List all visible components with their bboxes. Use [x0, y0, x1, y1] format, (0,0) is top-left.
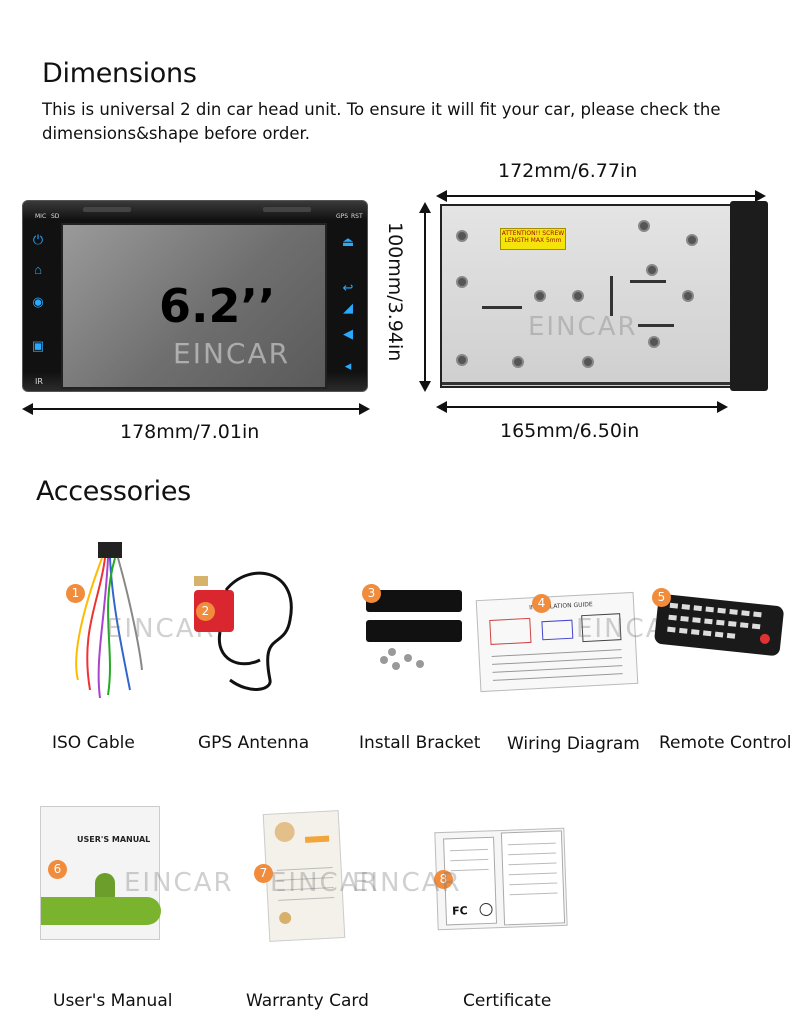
height-arrow	[419, 202, 431, 392]
chassis-faceplate	[730, 201, 768, 391]
front-width-arrow	[22, 403, 370, 415]
home-icon: ⌂	[34, 262, 42, 277]
dimensions-title: Dimensions	[42, 58, 197, 89]
volume-up-icon: ◢	[343, 300, 353, 315]
screw-warning-label: ATTENTION!! SCREW LENGTH MAX 5mm	[500, 228, 566, 250]
wiring-diagram-icon: INSTALLATION GUIDE	[475, 591, 639, 693]
accessory-label-iso-cable: ISO Cable	[52, 733, 135, 753]
screen: 6.2’’ EINCAR	[61, 223, 327, 389]
accessory-label-wiring-diagram: Wiring Diagram	[507, 734, 640, 754]
accessory-label-install-bracket: Install Bracket	[359, 733, 481, 753]
accessory-watermark-7: EINCAR	[270, 868, 380, 898]
badge-7: 7	[254, 864, 273, 883]
gps-antenna-icon	[190, 560, 310, 700]
remote-control-icon	[651, 589, 787, 662]
iso-cable-icon	[60, 540, 150, 700]
android-icon	[95, 873, 115, 899]
back-icon: ↩	[342, 280, 354, 295]
badge-4: 4	[532, 594, 551, 613]
svg-text:FC: FC	[452, 904, 468, 918]
accessory-label-gps-antenna: GPS Antenna	[198, 733, 310, 753]
accessories-title: Accessories	[36, 476, 191, 507]
badge-3: 3	[362, 584, 381, 603]
watermark: EINCAR	[173, 337, 291, 370]
warranty-card-icon	[262, 810, 346, 942]
screen-size: 6.2’’	[159, 279, 276, 333]
user-manual-title: USER'S MANUAL	[77, 835, 151, 844]
install-bracket-icon	[364, 586, 464, 676]
badge-2: 2	[196, 602, 215, 621]
volume-icon: ◀	[343, 326, 353, 341]
chassis-watermark: EINCAR	[528, 312, 638, 342]
chassis-side: ATTENTION!! SCREW LENGTH MAX 5mm EINCAR	[440, 204, 734, 388]
side-bottom-arrow	[436, 401, 728, 413]
side-top-width-label: 172mm/6.77in	[498, 160, 638, 182]
camera-icon: ▣	[31, 338, 45, 353]
badge-8: 8	[434, 870, 453, 889]
accessory-watermark-8: EINCAR	[352, 868, 462, 898]
rst-label: RST	[351, 213, 363, 220]
side-top-arrow	[436, 190, 766, 202]
volume-down-icon: ◂	[344, 358, 352, 373]
navigation-icon: ◉	[32, 294, 44, 309]
gps-label: GPS	[336, 213, 349, 220]
accessory-watermark-6: EINCAR	[124, 868, 234, 898]
eject-icon: ⏏	[341, 234, 355, 249]
badge-6: 6	[48, 860, 67, 879]
certificate-icon: FC	[434, 827, 568, 931]
accessory-label-remote-control: Remote Control	[659, 733, 792, 753]
card-slot	[83, 207, 131, 212]
dimensions-description: This is universal 2 din car head unit. T…	[42, 100, 721, 143]
accessory-label-certificate: Certificate	[463, 991, 552, 1011]
badge-5: 5	[652, 588, 671, 607]
sd-label: SD	[51, 213, 60, 220]
accessory-label-warranty-card: Warranty Card	[246, 991, 369, 1011]
front-width-label: 178mm/7.01in	[120, 421, 260, 443]
disc-slot	[263, 207, 311, 212]
side-bottom-width-label: 165mm/6.50in	[500, 420, 640, 442]
badge-1: 1	[66, 584, 85, 603]
ir-label: IR	[35, 377, 43, 386]
manual-banner	[41, 897, 161, 925]
power-icon: ⏻	[32, 232, 44, 247]
height-label: 100mm/3.94in	[384, 222, 406, 362]
head-unit-front: MIC SD GPS RST ⏻ ⌂ ◉ ▣ IR 6.2’’ EINCAR ⏏…	[22, 200, 368, 392]
accessory-label-user-manual: User's Manual	[53, 991, 173, 1011]
mic-label: MIC	[35, 213, 47, 220]
